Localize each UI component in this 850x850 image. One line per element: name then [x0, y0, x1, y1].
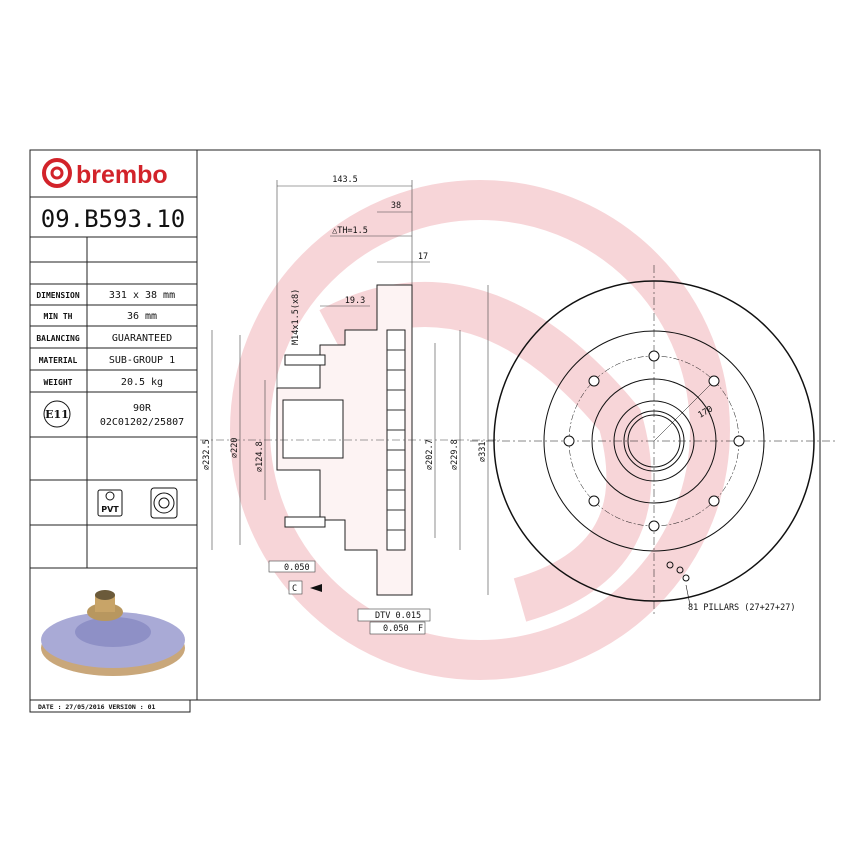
spec-table: DIMENSION 331 x 38 mm MIN TH 36 mm BALAN…	[36, 290, 175, 388]
svg-text:⌀232.5: ⌀232.5	[202, 439, 212, 470]
approval-code: 90R	[133, 403, 152, 414]
svg-text:DTV 0.015: DTV 0.015	[375, 611, 421, 621]
spec-label: MATERIAL	[39, 356, 78, 365]
spec-value: 331 x 38 mm	[109, 290, 175, 301]
svg-text:⌀229.8: ⌀229.8	[450, 439, 460, 470]
dimension-labels: 143.5 38 △TH=1.5 17 19.3 M14x1.5(x8) ⌀23…	[202, 175, 488, 472]
spec-label: MIN TH	[44, 312, 73, 321]
pillars-label: 81 PILLARS (27+27+27)	[688, 603, 795, 613]
frame	[29, 149, 821, 713]
spec-value: GUARANTEED	[112, 333, 172, 344]
spec-label: DIMENSION	[36, 291, 80, 300]
approval-number: 02C01202/25807	[100, 417, 184, 428]
svg-text:19.3: 19.3	[345, 296, 365, 306]
brembo-watermark	[230, 180, 730, 680]
spec-value: SUB-GROUP 1	[109, 355, 175, 366]
svg-text:brembo: brembo	[76, 161, 168, 189]
svg-text:⌀331: ⌀331	[478, 442, 488, 462]
svg-text:38: 38	[391, 201, 401, 211]
spec-value: 36 mm	[127, 311, 157, 322]
footer-date-version: DATE : 27/05/2016 VERSION : 01	[38, 703, 155, 711]
svg-text:143.5: 143.5	[332, 175, 358, 185]
svg-text:PVT: PVT	[101, 505, 119, 514]
tolerance-frames: 0.050 C DTV 0.015 0.050 F	[268, 560, 431, 635]
svg-text:0.050: 0.050	[284, 563, 310, 573]
svg-text:M14x1.5(x8): M14x1.5(x8)	[291, 289, 301, 345]
svg-text:⌀220: ⌀220	[230, 438, 240, 458]
svg-text:⌀202.7: ⌀202.7	[425, 439, 435, 470]
dimension-lines	[200, 180, 500, 595]
brembo-logo: brembo	[42, 158, 168, 189]
spec-value: 20.5 kg	[121, 377, 163, 388]
spec-label: BALANCING	[36, 334, 80, 343]
disc-thumbnail	[41, 590, 185, 676]
spec-label: WEIGHT	[44, 378, 73, 387]
svg-text:C: C	[292, 584, 297, 594]
svg-text:F: F	[418, 624, 423, 634]
part-number: 09.B593.10	[41, 205, 186, 233]
approval-mark: E11 90R 02C01202/25807	[43, 400, 184, 428]
bearing-icon	[150, 487, 178, 519]
svg-text:0.050: 0.050	[383, 624, 409, 634]
svg-text:△TH=1.5: △TH=1.5	[332, 226, 368, 236]
svg-text:E11: E11	[45, 408, 69, 421]
pvt-icon: PVT	[97, 489, 123, 517]
front-view	[470, 265, 838, 617]
svg-text:17: 17	[418, 252, 428, 262]
svg-text:⌀124.8: ⌀124.8	[255, 441, 265, 472]
